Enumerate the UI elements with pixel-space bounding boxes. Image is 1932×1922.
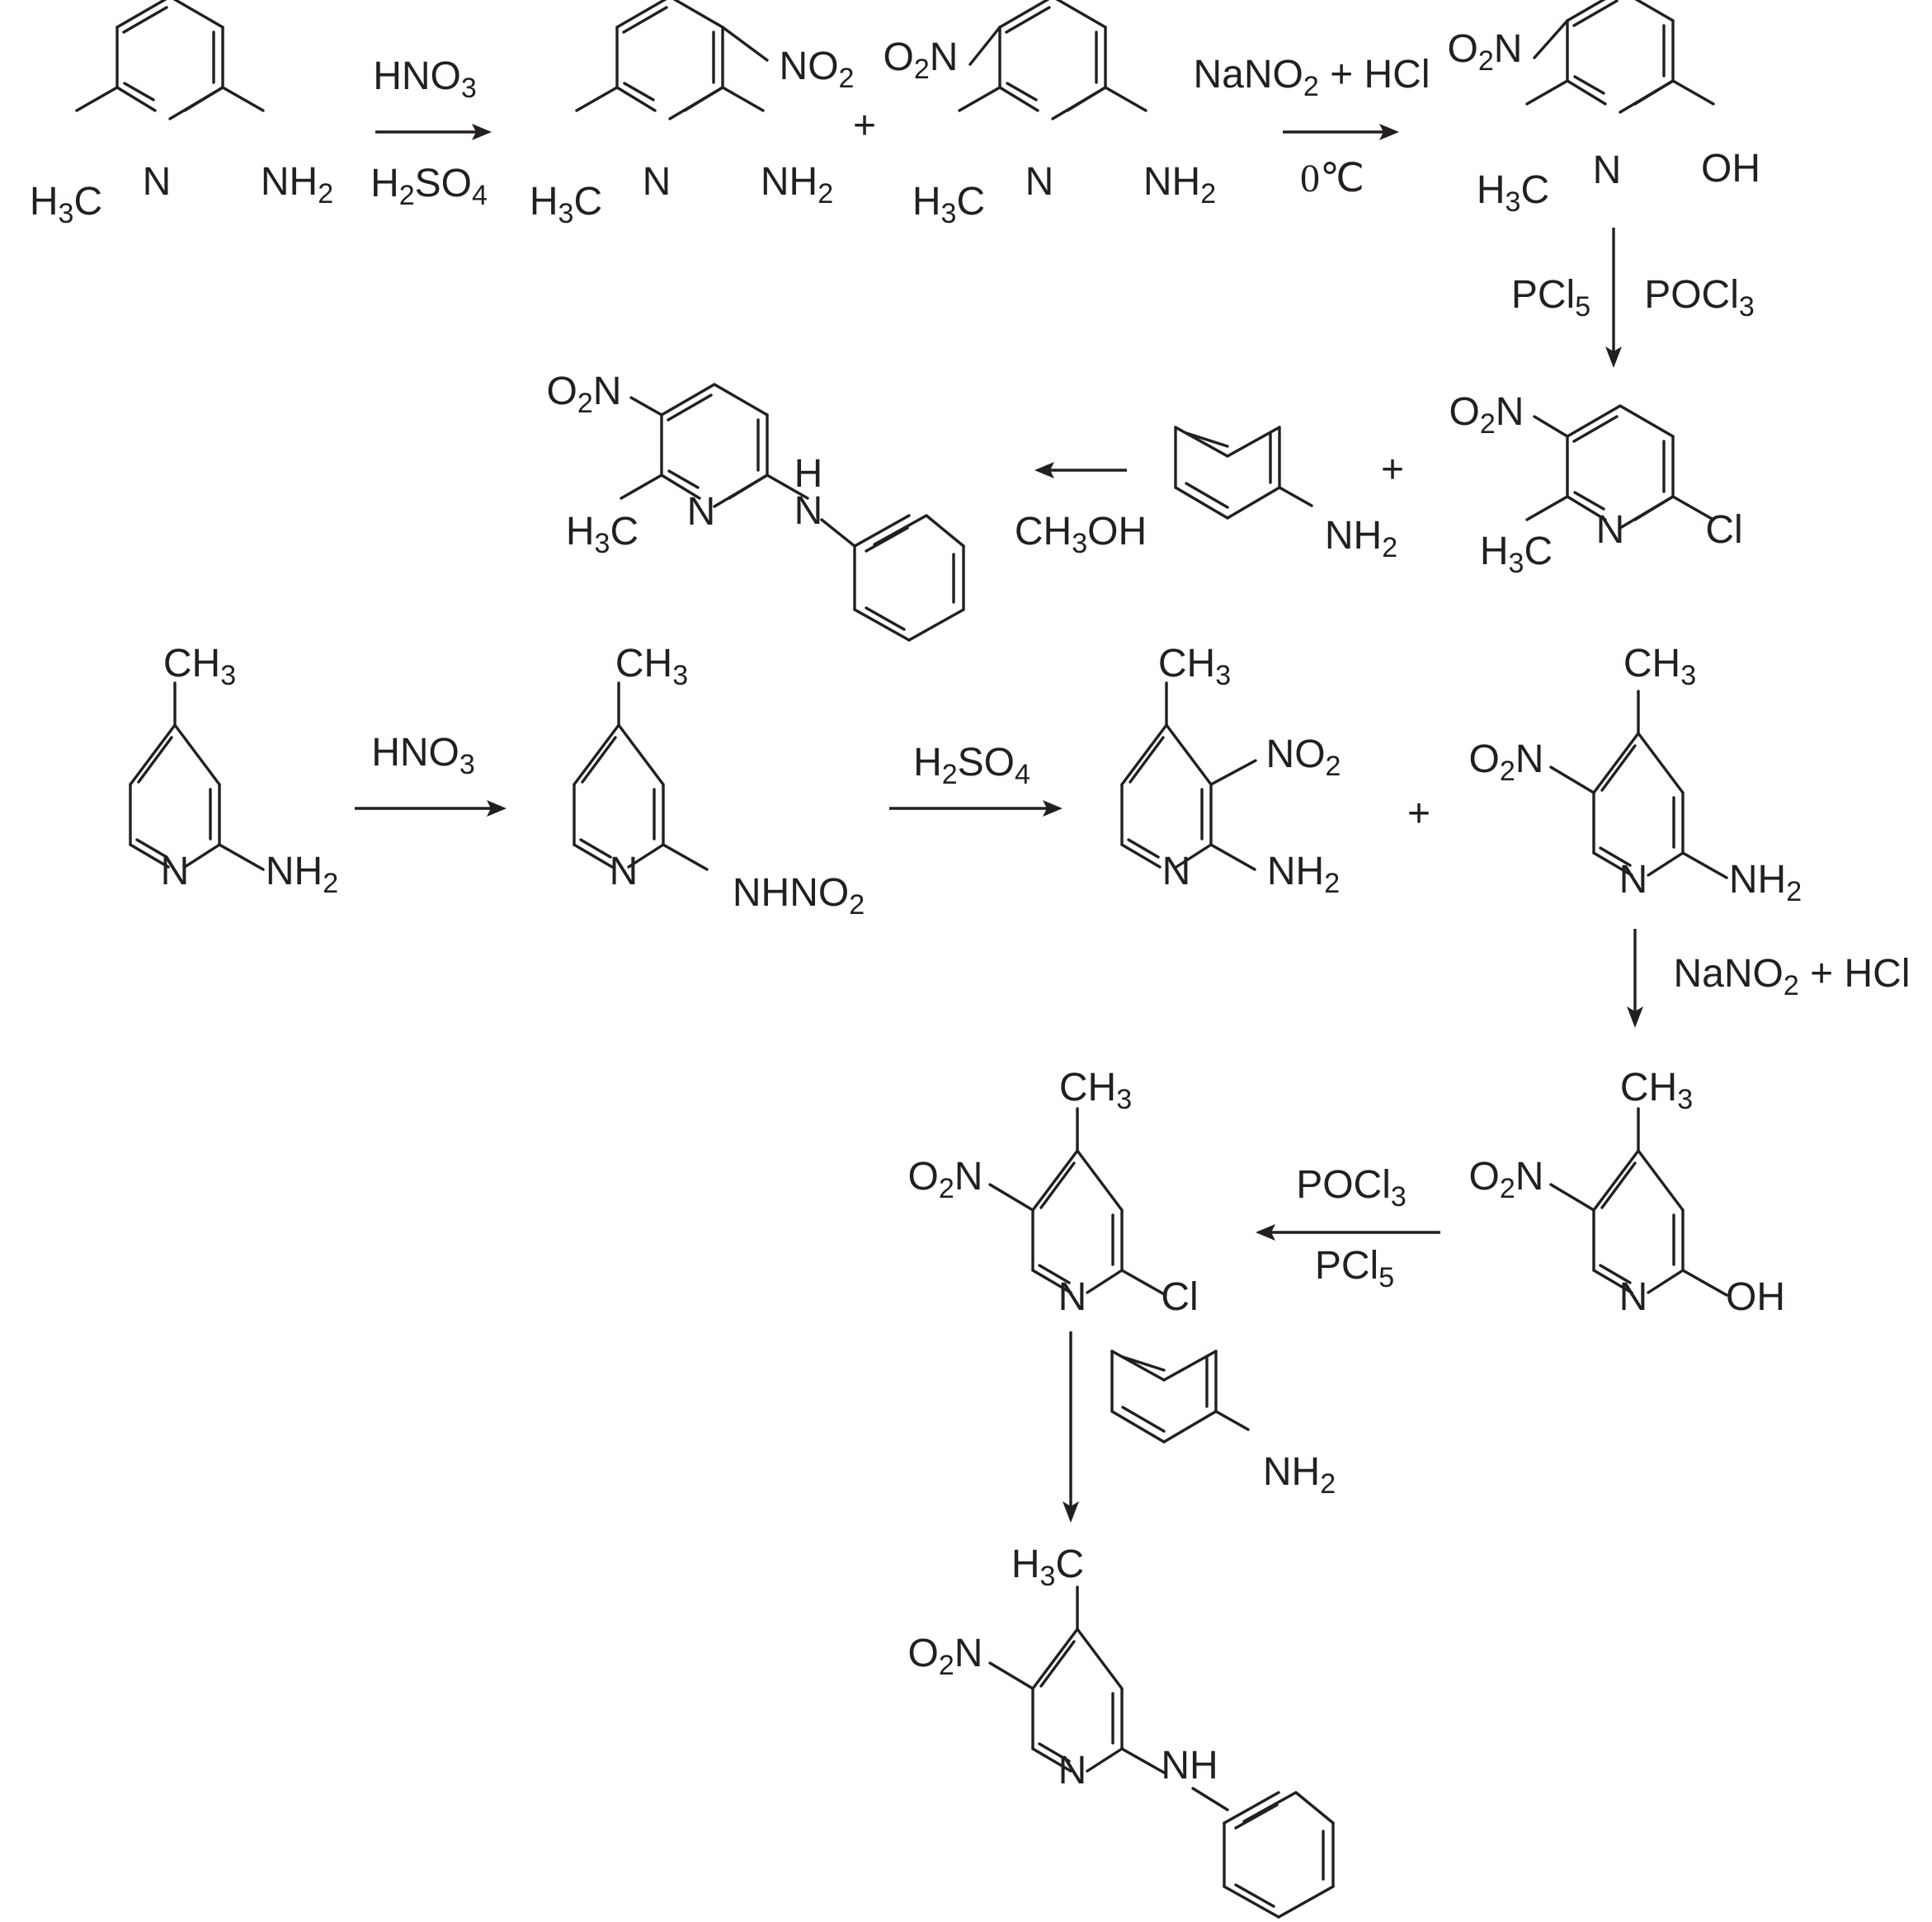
atom-label-n: N	[610, 850, 639, 893]
atom-label-n: N	[1619, 1275, 1648, 1319]
arrow-diazotization-2: NaNO2 + HCl	[1627, 929, 1910, 1028]
reagent-temperature: 0℃	[1300, 157, 1364, 200]
molecule-3-nitro-isomer: NO2 N H3C NH2	[530, 0, 855, 229]
molecule-pyridinol: O2N N H3C OH	[1448, 0, 1760, 218]
reagent-h2so4: H2SO4	[913, 741, 1030, 790]
molecule-pyridinol-2: CH3 O2N N OH	[1469, 1066, 1785, 1319]
atom-label-nh2: NH2	[261, 160, 333, 210]
atom-label-ch3: CH3	[1620, 1066, 1693, 1115]
atom-label-n: N	[687, 490, 716, 534]
reagent-hno3: HNO3	[373, 54, 477, 104]
plus-sign: +	[1381, 448, 1404, 492]
reagent-pocl3: POCl3	[1644, 273, 1755, 323]
reaction-row-2: CH3 N NH2 HNO3 CH3 N NHNO2 H2SO4 CH3 NO2…	[129, 642, 1910, 1919]
atom-label-h3c: H3C	[530, 180, 602, 229]
arrow-nitration: HNO3 H2SO4	[370, 54, 492, 211]
molecule-nitramine: CH3 N NHNO2	[573, 642, 865, 921]
atom-label-n: N	[161, 850, 190, 893]
atom-label-nh2: NH2	[1729, 858, 1802, 907]
arrow-chlorination: PCl5 POCl3	[1511, 228, 1755, 368]
reagent-pcl5: PCl5	[1315, 1244, 1394, 1293]
atom-label-ch3: CH3	[615, 642, 688, 691]
reagent-pocl3: POCl3	[1296, 1163, 1407, 1213]
atom-label-n: N	[1025, 160, 1054, 204]
atom-label-nh2: NH2	[1263, 1450, 1336, 1500]
molecule-product-1: O2N N H3C H N	[547, 370, 965, 642]
atom-label-nh: NH	[1161, 1744, 1218, 1788]
atom-label-ch3: CH3	[1158, 642, 1231, 691]
molecule-5-nitro-isomer: O2N N H3C NH2	[884, 0, 1216, 229]
atom-label-h3c: H3C	[1477, 168, 1549, 218]
atom-label-nh2: NH2	[266, 850, 338, 899]
atom-label-nhno2: NHNO2	[733, 871, 865, 921]
atom-label-o2n: O2N	[884, 35, 959, 85]
reagent-hno3: HNO3	[371, 731, 475, 780]
atom-label-o2n: O2N	[1449, 390, 1524, 440]
atom-label-ch3: CH3	[1059, 1066, 1132, 1115]
molecule-chloropyridine: O2N N H3C Cl	[1449, 390, 1743, 579]
atom-label-nh2: NH2	[761, 160, 833, 210]
atom-label-n: N	[643, 160, 671, 204]
reagent-h2so4: H2SO4	[370, 162, 488, 211]
atom-label-cl: Cl	[1705, 508, 1742, 552]
molecule-product-2: H3C O2N N NH	[908, 1543, 1335, 1919]
atom-label-cl: Cl	[1161, 1275, 1198, 1319]
molecule-aniline-2: NH2	[1110, 1350, 1336, 1500]
arrow-diazotization: NaNO2 + HCl 0℃	[1194, 53, 1430, 200]
arrow-amination: CH3OH	[1015, 462, 1147, 559]
atom-label-n: N	[1058, 1749, 1087, 1792]
atom-label-o2n: O2N	[1469, 1155, 1544, 1204]
atom-label-o2n: O2N	[908, 1155, 983, 1204]
atom-label-h3c: H3C	[30, 180, 102, 229]
arrow-n-nitration: HNO3	[355, 731, 507, 817]
atom-label-h3c: H3C	[912, 180, 985, 229]
plus-sign: +	[853, 104, 876, 148]
reagent-nano2-hcl: NaNO2 + HCl	[1194, 53, 1430, 102]
atom-label-nh2: NH2	[1267, 850, 1340, 899]
atom-label-n: N	[1593, 148, 1622, 192]
atom-label-o2n: O2N	[908, 1632, 983, 1681]
arrow-chlorination-2: POCl3 PCl5	[1256, 1163, 1440, 1293]
atom-label-nh2: NH2	[1143, 160, 1216, 210]
atom-label-no2: NO2	[1266, 733, 1341, 782]
atom-label-n: N	[1619, 858, 1648, 902]
arrow-amination-2	[1063, 1331, 1079, 1523]
atom-label-n: N	[1058, 1275, 1087, 1319]
atom-label-n: N	[1162, 850, 1191, 893]
solvent-ch3oh: CH3OH	[1015, 510, 1147, 559]
molecule-5-nitro-4-methyl-isomer: CH3 O2N N NH2	[1469, 642, 1802, 907]
plus-sign: +	[1407, 792, 1430, 836]
atom-label-no2: NO2	[780, 45, 855, 94]
reagent-nano2-hcl: NaNO2 + HCl	[1674, 952, 1911, 1001]
molecule-chloropyridine-2: CH3 O2N N Cl	[908, 1066, 1199, 1319]
atom-label-ch3: CH3	[1623, 642, 1696, 691]
molecule-2-amino-6-methylpyridine: N H3C NH2	[30, 0, 333, 229]
atom-label-o2n: O2N	[547, 370, 622, 419]
atom-label-oh: OH	[1701, 147, 1760, 191]
molecule-2-amino-4-methylpyridine: CH3 N NH2	[129, 642, 338, 899]
atom-label-h3c: H3C	[1480, 530, 1553, 579]
atom-label-n-amine: N	[794, 489, 823, 533]
molecule-3-nitro-4-methyl-isomer: CH3 NO2 N NH2	[1120, 642, 1341, 899]
atom-label-o2n: O2N	[1448, 27, 1523, 77]
atom-label-n: N	[1596, 508, 1625, 552]
atom-label-nh2: NH2	[1325, 514, 1397, 563]
atom-label-h3c: H3C	[566, 510, 639, 559]
atom-label-oh: OH	[1726, 1275, 1785, 1319]
atom-label-n: N	[143, 160, 172, 204]
atom-label-ch3: CH3	[163, 642, 236, 691]
reaction-row-1: N H3C NH2 HNO3 H2SO4 NO2 N H3C NH2 + O2N…	[30, 0, 1760, 642]
molecule-aniline: NH2	[1174, 426, 1397, 563]
atom-label-o2n: O2N	[1469, 737, 1544, 787]
atom-label-h: H	[794, 452, 823, 496]
arrow-rearrangement: H2SO4	[889, 741, 1063, 817]
atom-label-h3c: H3C	[1011, 1543, 1084, 1592]
reagent-pcl5: PCl5	[1511, 273, 1590, 323]
